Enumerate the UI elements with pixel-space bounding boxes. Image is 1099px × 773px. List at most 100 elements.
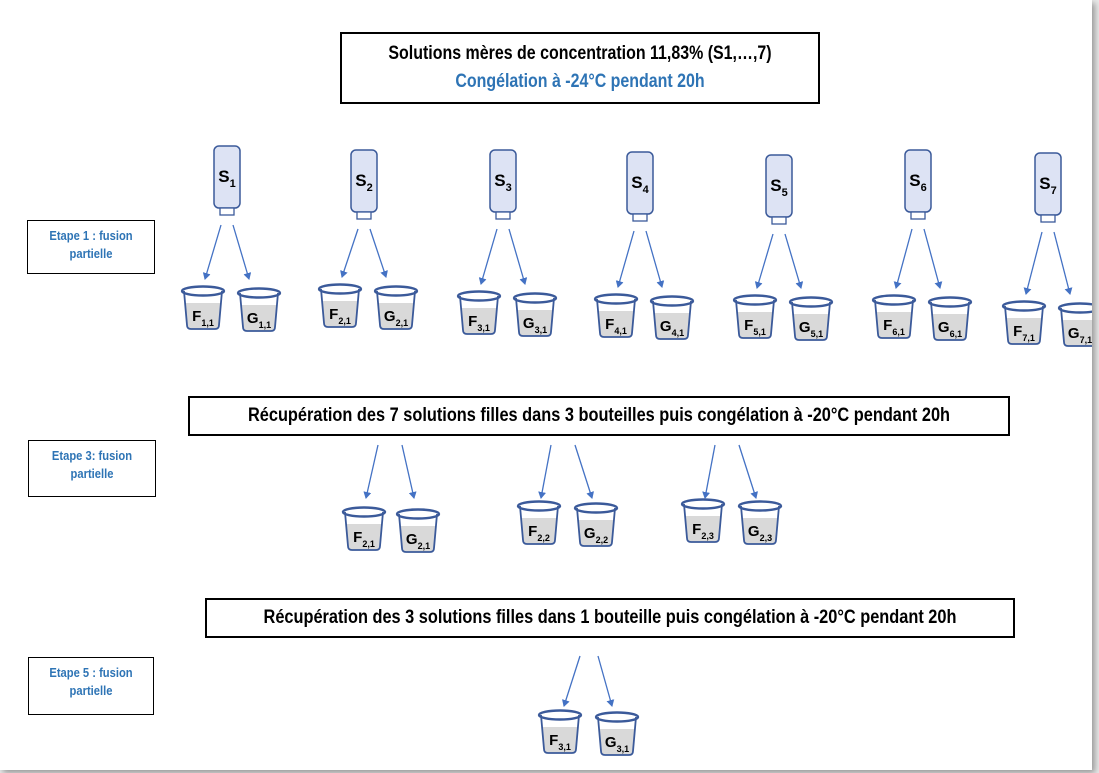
beaker-liquid bbox=[599, 729, 635, 755]
beaker-rim bbox=[737, 500, 783, 512]
beaker-row1-label: F4,1 bbox=[605, 316, 627, 336]
beaker-body bbox=[376, 290, 416, 330]
bottle-s3: S3 bbox=[489, 149, 517, 220]
arrow-s5-f bbox=[754, 233, 774, 289]
arrow-s2-f bbox=[340, 228, 359, 278]
beaker-rim bbox=[649, 295, 695, 307]
arrow-s6-f bbox=[893, 228, 913, 289]
beaker-row1-label: G2,1 bbox=[384, 308, 408, 328]
beaker-row2-label: F2,2 bbox=[528, 523, 550, 543]
beaker-row1-g-6-1: G6,1 bbox=[927, 296, 973, 341]
beaker-row1-g-7-1: G7,1 bbox=[1057, 302, 1092, 347]
arrow-row3-f bbox=[562, 655, 581, 707]
beaker-row3-g-3-1: G3,1 bbox=[594, 711, 640, 756]
beaker-row1-g-2-1: G2,1 bbox=[373, 285, 419, 330]
beaker-row1-label: F3,1 bbox=[468, 313, 490, 333]
beaker-row2-f-2-1: F2,1 bbox=[341, 506, 387, 551]
beaker-row1-f-4-1: F4,1 bbox=[593, 293, 639, 338]
beaker-row1-f-6-1: F6,1 bbox=[871, 294, 917, 339]
beaker-rim bbox=[788, 296, 834, 308]
beaker-body bbox=[239, 292, 279, 332]
recovery-box-1-bottle: Récupération des 3 solutions filles dans… bbox=[205, 598, 1015, 638]
bottle-label-s1: S1 bbox=[218, 167, 235, 190]
beaker-body bbox=[683, 503, 723, 543]
beaker-row2-label: G2,2 bbox=[584, 525, 608, 545]
beaker-row1-label: F7,1 bbox=[1013, 323, 1035, 343]
step-1-line-1: Etape 1 : fusion bbox=[49, 228, 133, 243]
beaker-liquid bbox=[346, 524, 382, 550]
beaker-row1-f-5-1: F5,1 bbox=[732, 294, 778, 339]
bottle-cap bbox=[771, 216, 787, 225]
beaker-row2-label: G2,1 bbox=[406, 531, 430, 551]
beaker-rim bbox=[593, 293, 639, 305]
bottle-label-s5: S5 bbox=[770, 176, 787, 199]
bottle-label-s7: S7 bbox=[1039, 174, 1056, 197]
bottle-cap bbox=[495, 211, 511, 220]
bottle-label-s6: S6 bbox=[909, 171, 926, 194]
beaker-body bbox=[540, 714, 580, 754]
arrow-s4-f bbox=[615, 230, 635, 288]
beaker-row1-label: F6,1 bbox=[883, 317, 905, 337]
beaker-body bbox=[183, 290, 223, 330]
beaker-body bbox=[735, 299, 775, 339]
arrow-row2-3-g bbox=[738, 444, 758, 499]
title-line-1: Solutions mères de concentration 11,83% … bbox=[388, 43, 772, 64]
bottle-label-s3: S3 bbox=[494, 171, 511, 194]
beaker-body bbox=[515, 297, 555, 337]
arrow-s3-g bbox=[508, 228, 528, 285]
step-3-label: Etape 3: fusion partielle bbox=[28, 440, 156, 497]
beaker-rim bbox=[1001, 300, 1047, 312]
beaker-liquid bbox=[1006, 318, 1042, 344]
beaker-row3-f-3-1: F3,1 bbox=[537, 709, 583, 754]
beaker-liquid bbox=[654, 313, 690, 339]
beaker-row1-label: G4,1 bbox=[660, 318, 684, 338]
beaker-rim bbox=[573, 502, 619, 514]
beaker-row1-label: G7,1 bbox=[1068, 325, 1092, 345]
beaker-liquid bbox=[400, 526, 436, 552]
arrow-s1-g bbox=[232, 224, 252, 280]
beaker-row1-f-7-1: F7,1 bbox=[1001, 300, 1047, 345]
arrow-row3-g bbox=[597, 655, 615, 707]
beaker-body bbox=[791, 301, 831, 341]
beaker-rim bbox=[871, 294, 917, 306]
beaker-row2-label: F2,1 bbox=[353, 529, 375, 549]
beaker-row2-g-2-3: G2,3 bbox=[737, 500, 783, 545]
beaker-body bbox=[652, 300, 692, 340]
bottle-s7: S7 bbox=[1034, 152, 1062, 223]
arrow-s5-g bbox=[784, 233, 804, 289]
beaker-liquid bbox=[876, 312, 912, 338]
beaker-row1-label: F1,1 bbox=[192, 308, 214, 328]
bottle-cap bbox=[219, 207, 235, 216]
beaker-row3-label: F3,1 bbox=[549, 732, 571, 752]
beaker-rim bbox=[537, 709, 583, 721]
bottle-cap bbox=[910, 211, 926, 220]
beaker-rim bbox=[927, 296, 973, 308]
beaker-liquid bbox=[517, 310, 553, 336]
bottle-s4: S4 bbox=[626, 151, 654, 222]
beaker-liquid bbox=[241, 305, 277, 331]
beaker-row2-g-2-2: G2,2 bbox=[573, 502, 619, 547]
bottle-cap bbox=[632, 213, 648, 222]
beaker-row1-label: G6,1 bbox=[938, 319, 962, 339]
beaker-row1-label: G1,1 bbox=[247, 310, 271, 330]
step-3-line-1: Etape 3: fusion bbox=[51, 448, 133, 463]
beaker-body bbox=[459, 295, 499, 335]
arrow-row2-2-g bbox=[574, 444, 594, 499]
arrow-s2-g bbox=[369, 228, 388, 278]
arrow-s4-g bbox=[645, 230, 665, 288]
bottle-label-s4: S4 bbox=[631, 173, 649, 196]
beaker-rim bbox=[680, 498, 726, 510]
beaker-row1-g-3-1: G3,1 bbox=[512, 292, 558, 337]
beaker-body bbox=[320, 288, 360, 328]
beaker-liquid bbox=[578, 520, 614, 546]
beaker-body bbox=[344, 511, 384, 551]
beaker-body bbox=[740, 505, 780, 545]
beaker-rim bbox=[516, 500, 562, 512]
beaker-body bbox=[576, 507, 616, 547]
beaker-row1-g-5-1: G5,1 bbox=[788, 296, 834, 341]
beaker-rim bbox=[180, 285, 226, 297]
bottle-cap bbox=[356, 211, 372, 220]
beaker-liquid bbox=[378, 303, 414, 329]
beaker-row1-g-4-1: G4,1 bbox=[649, 295, 695, 340]
